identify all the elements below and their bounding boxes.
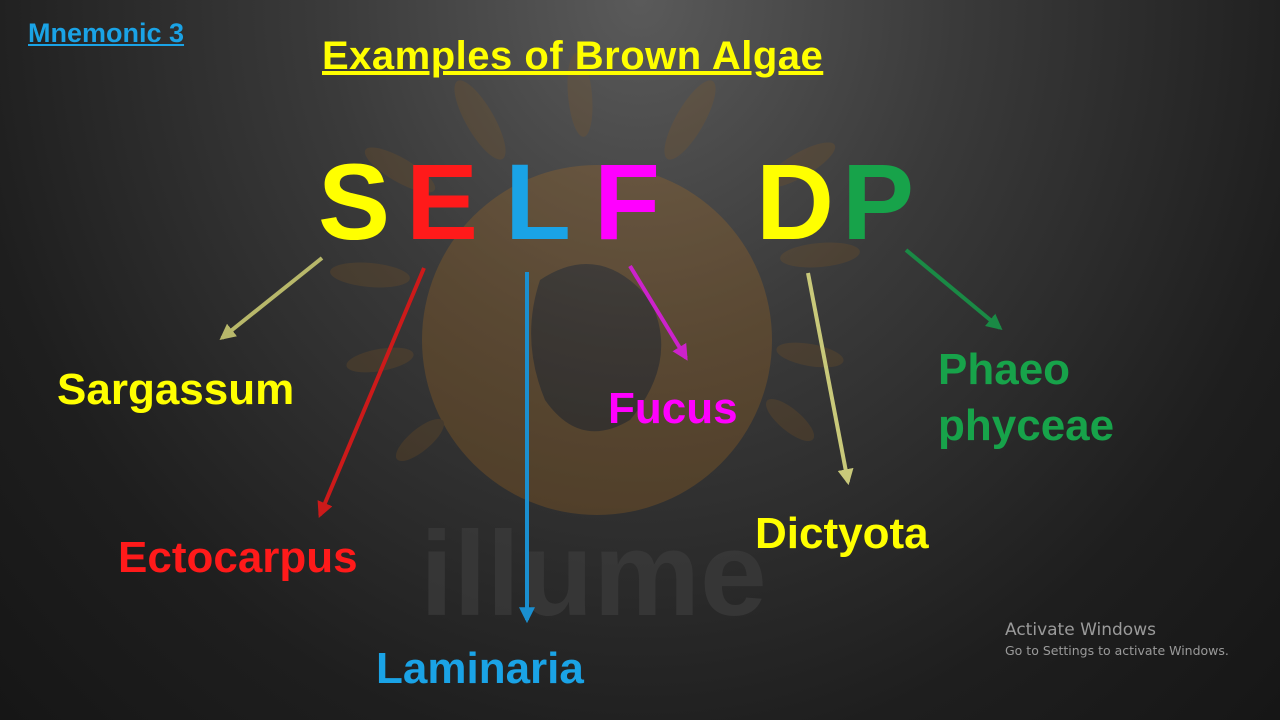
activate-windows-title: Activate Windows [1005,620,1156,640]
letter-e: E [406,141,479,262]
letter-d: D [756,141,834,262]
arrow-s-to-sargassum [219,256,324,340]
letter-f: F [594,141,660,262]
mnemonic-label: Mnemonic 3 [28,18,185,48]
example-sargassum: Sargassum [57,365,295,414]
slide-title: Examples of Brown Algae [322,34,824,78]
example-phyceae: phyceae [938,401,1115,450]
example-ectocarpus: Ectocarpus [118,533,358,582]
example-phaeo: Phaeo [938,345,1071,394]
arrow-p-to-phaeophyceae [904,248,1003,331]
arrow-d-to-dictyota [806,272,854,486]
example-dictyota: Dictyota [755,509,929,558]
activate-windows-subtitle: Go to Settings to activate Windows. [1005,643,1229,658]
arrow-e-to-ectocarpus [317,267,426,518]
letter-p: P [842,141,915,262]
letter-s: S [318,141,391,262]
letter-l: L [505,141,571,262]
example-laminaria: Laminaria [376,644,584,693]
arrow-f-to-fucus [628,264,688,361]
example-fucus: Fucus [608,384,738,433]
svg-text:illume: illume [420,507,767,641]
